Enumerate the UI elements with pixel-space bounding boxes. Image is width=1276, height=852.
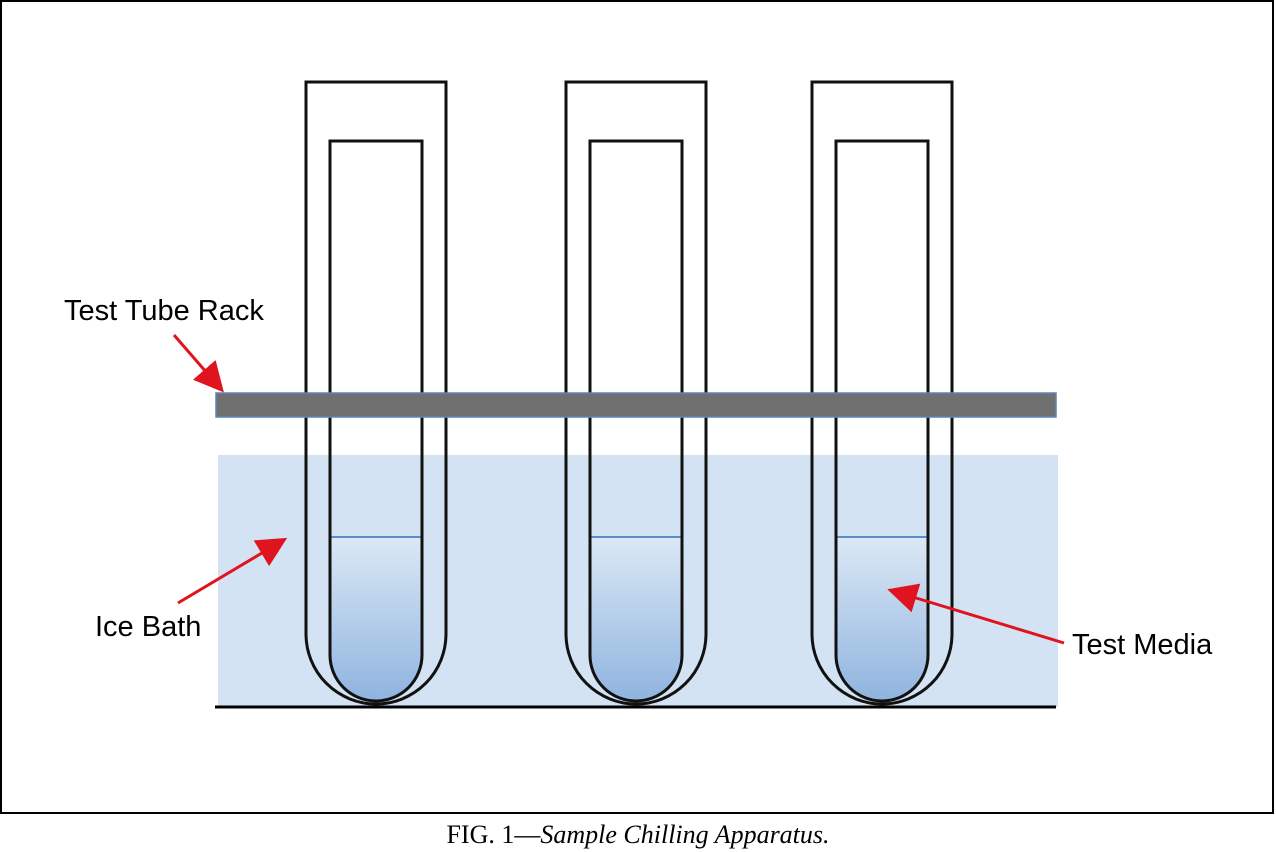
- test-media-label: Test Media: [1072, 629, 1213, 661]
- caption-number: FIG. 1—: [446, 820, 541, 849]
- test-tube: [304, 80, 448, 706]
- caption-title: Sample Chilling Apparatus.: [540, 820, 829, 849]
- tube-outer-wall: [810, 80, 954, 706]
- test-tube: [564, 80, 708, 706]
- test-media-fill: [330, 537, 422, 701]
- ice-bath-arrow: [177, 537, 288, 605]
- test-tube-rack: [215, 392, 1057, 418]
- tube-inner-wall: [328, 139, 424, 703]
- tube-outer-wall: [304, 80, 448, 706]
- figure-caption: FIG. 1—Sample Chilling Apparatus.: [446, 820, 829, 849]
- rack-label: Test Tube Rack: [64, 295, 264, 327]
- test-media-fill: [836, 537, 928, 701]
- figure-frame: [0, 0, 1274, 814]
- tube-inner-wall: [834, 139, 930, 703]
- test-media-arrow: [887, 583, 1065, 645]
- test-tubes: [304, 80, 954, 706]
- tube-outer-wall: [564, 80, 708, 706]
- test-tube: [810, 80, 954, 706]
- test-media-fill: [590, 537, 682, 701]
- ice-bath-label: Ice Bath: [95, 611, 201, 643]
- rack-arrow: [172, 334, 224, 393]
- tube-inner-wall: [588, 139, 684, 703]
